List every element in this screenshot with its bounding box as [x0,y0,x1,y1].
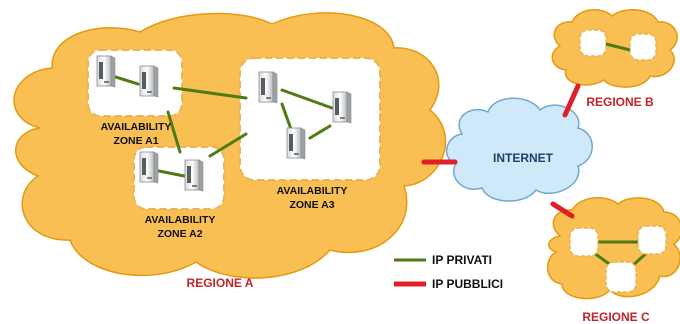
legend-swatches [394,258,426,287]
region-b-cloud [551,9,678,88]
server-icon [139,151,159,184]
zone-a2-label-line1: AVAILABILITY [144,214,216,226]
region-b-internal [579,29,657,61]
server-icon [139,65,159,98]
internet-cloud [445,97,593,202]
internet-label: INTERNET [493,151,553,165]
region-c-cloud [547,197,680,300]
public-link-internet-b [562,83,581,118]
legend-private-label: IP PRIVATI [432,253,493,267]
zone-a1-label: AVAILABILITY ZONE A1 [86,120,186,148]
zone-a3-label-line1: AVAILABILITY [276,185,348,197]
public-link-internet-c [550,201,575,219]
zone-a1-label-line2: ZONE A1 [113,135,159,147]
server-icon [184,159,204,192]
zone-a3-label: AVAILABILITY ZONE A3 [262,184,362,212]
region-b-label: REGIONE B [586,95,654,109]
region-c-label: REGIONE C [582,310,650,324]
region-a-label: REGIONE A [186,276,254,290]
server-icon [258,71,278,104]
private-links-region-a [104,72,334,178]
zone-a2-label: AVAILABILITY ZONE A2 [130,213,230,241]
public-links [421,83,581,219]
server-icon [332,91,352,124]
zone-a1-label-line1: AVAILABILITY [100,121,172,133]
legend-public-label: IP PUBBLICI [432,277,504,291]
server-icon [96,55,116,88]
region-c-internal [569,225,667,293]
server-icon [286,127,306,160]
zone-a3-label-line2: ZONE A3 [289,199,335,211]
zone-a2-label-line2: ZONE A2 [157,228,203,240]
